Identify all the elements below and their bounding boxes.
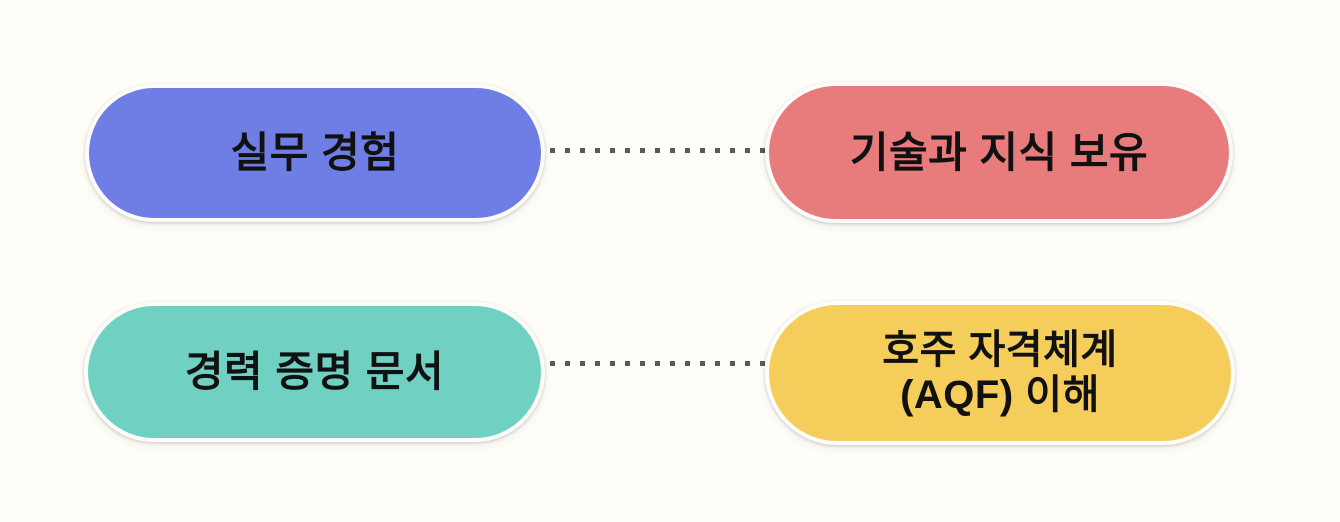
dotted-connector-bottom [550,361,768,366]
node-aqf-understanding: 호주 자격체계 (AQF) 이해 [765,301,1235,445]
dotted-connector-top [550,148,768,153]
node-aqf-understanding-label-line1: 호주 자격체계 [882,328,1118,373]
node-aqf-understanding-label-line2: (AQF) 이해 [900,373,1100,417]
node-practical-experience-label: 실무 경험 [230,129,400,177]
node-career-proof-documents: 경력 증명 문서 [84,302,545,442]
node-career-proof-documents-label: 경력 증명 문서 [184,348,445,396]
node-skills-and-knowledge-label: 기술과 지식 보유 [849,128,1149,176]
node-practical-experience: 실무 경험 [85,84,545,222]
node-skills-and-knowledge: 기술과 지식 보유 [765,82,1233,223]
